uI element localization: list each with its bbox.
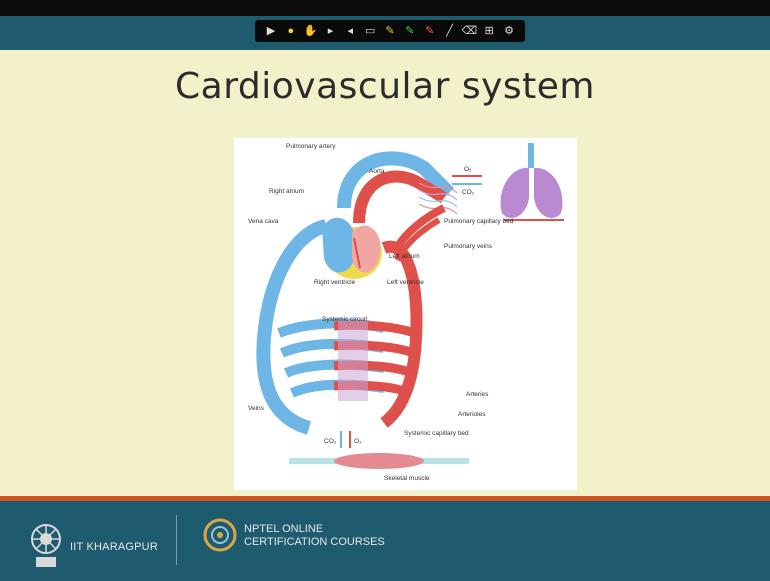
- screen-icon[interactable]: ▭: [363, 24, 377, 38]
- cardiovascular-diagram: Pulmonary artery Right atrium Aorta Vena…: [234, 138, 577, 490]
- label-systemic-capillary-bed: Systemic capillary bed: [404, 430, 469, 437]
- nptel-course-label: NPTEL ONLINE CERTIFICATION COURSES: [244, 523, 385, 549]
- label-right-atrium: Right atrium: [269, 188, 304, 195]
- label-pulmonary-capillary-bed: Pulmonary capillary bed: [444, 218, 514, 225]
- nptel-line-1: NPTEL ONLINE: [244, 523, 385, 536]
- label-vena-cava: Vena cava: [248, 218, 279, 225]
- label-left-ventricle: Left ventricle: [387, 279, 424, 286]
- hand-icon[interactable]: ✋: [304, 24, 318, 38]
- settings-icon[interactable]: ⚙: [502, 24, 516, 38]
- forward-icon[interactable]: ▸: [323, 24, 337, 38]
- top-black-strip: [0, 0, 770, 16]
- label-veins: Veins: [248, 405, 265, 412]
- highlighter-pink-icon[interactable]: ✎: [423, 24, 437, 38]
- label-aorta: Aorta: [369, 168, 385, 175]
- grid-icon[interactable]: ⊞: [482, 24, 496, 38]
- label-o2-top: O₂: [464, 166, 472, 173]
- annotation-toolbar: ▶ ● ✋ ▸ ◂ ▭ ✎ ✎ ✎ ╱ ⌫ ⊞ ⚙: [255, 20, 525, 42]
- label-right-ventricle: Right ventricle: [314, 279, 356, 286]
- eraser-icon[interactable]: ⌫: [462, 24, 476, 38]
- label-pulmonary-artery: Pulmonary artery: [286, 143, 336, 150]
- pointer-arrow-icon[interactable]: ▶: [264, 24, 278, 38]
- label-o2-bottom: O₂: [354, 438, 362, 445]
- nptel-logo-icon: [202, 517, 238, 553]
- label-co2-bottom: CO₂: [324, 438, 337, 445]
- top-band: ▶ ● ✋ ▸ ◂ ▭ ✎ ✎ ✎ ╱ ⌫ ⊞ ⚙: [0, 0, 770, 50]
- label-pulmonary-veins: Pulmonary veins: [444, 243, 493, 250]
- pen-icon[interactable]: ✎: [383, 24, 397, 38]
- label-co2-top: CO₂: [462, 189, 475, 196]
- label-arteries: Arteries: [466, 391, 489, 398]
- slide-title: Cardiovascular system: [0, 66, 770, 107]
- label-arterioles: Arterioles: [458, 411, 486, 418]
- nptel-line-2: CERTIFICATION COURSES: [244, 536, 385, 549]
- back-icon[interactable]: ◂: [343, 24, 357, 38]
- highlighter-green-icon[interactable]: ✎: [403, 24, 417, 38]
- footer-divider: [176, 515, 177, 565]
- line-icon[interactable]: ╱: [443, 24, 457, 38]
- laser-pointer-icon[interactable]: ●: [284, 24, 298, 38]
- iit-logo-icon: [28, 513, 64, 571]
- label-systemic-circuit: Systemic circuit: [322, 316, 367, 323]
- iit-kharagpur-label: IIT KHARAGPUR: [70, 541, 158, 553]
- label-left-atrium: Left atrium: [389, 253, 420, 260]
- label-skeletal-muscle: Skeletal muscle: [384, 475, 430, 482]
- footer-band: IIT KHARAGPUR NPTEL ONLINE CERTIFICATION…: [0, 501, 770, 581]
- diagram-labels: Pulmonary artery Right atrium Aorta Vena…: [234, 138, 577, 490]
